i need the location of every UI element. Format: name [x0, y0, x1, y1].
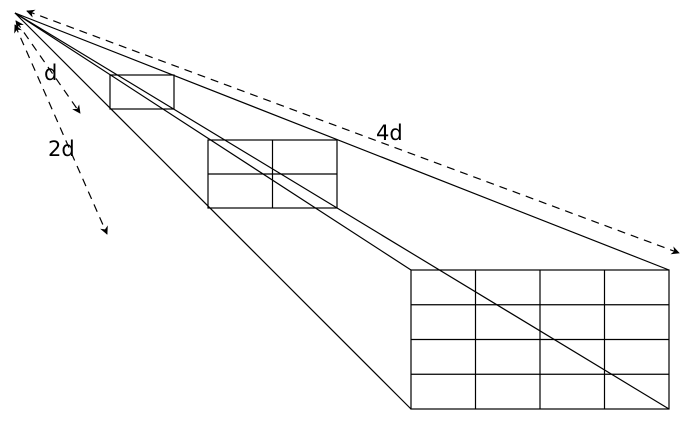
- ray-bottom-left: [14, 12, 412, 410]
- distance-arrow-2d: [14, 24, 108, 235]
- distance-label-2d: 2d: [48, 137, 75, 161]
- distance-label-d: d: [44, 61, 57, 85]
- distance-arrow-4d: [26, 9, 680, 255]
- grid-at-distance-4d: [410, 269, 670, 410]
- ray-top-right: [14, 12, 670, 271]
- distance-label-4d: 4d: [376, 121, 403, 145]
- ray-bottom-right: [14, 12, 670, 410]
